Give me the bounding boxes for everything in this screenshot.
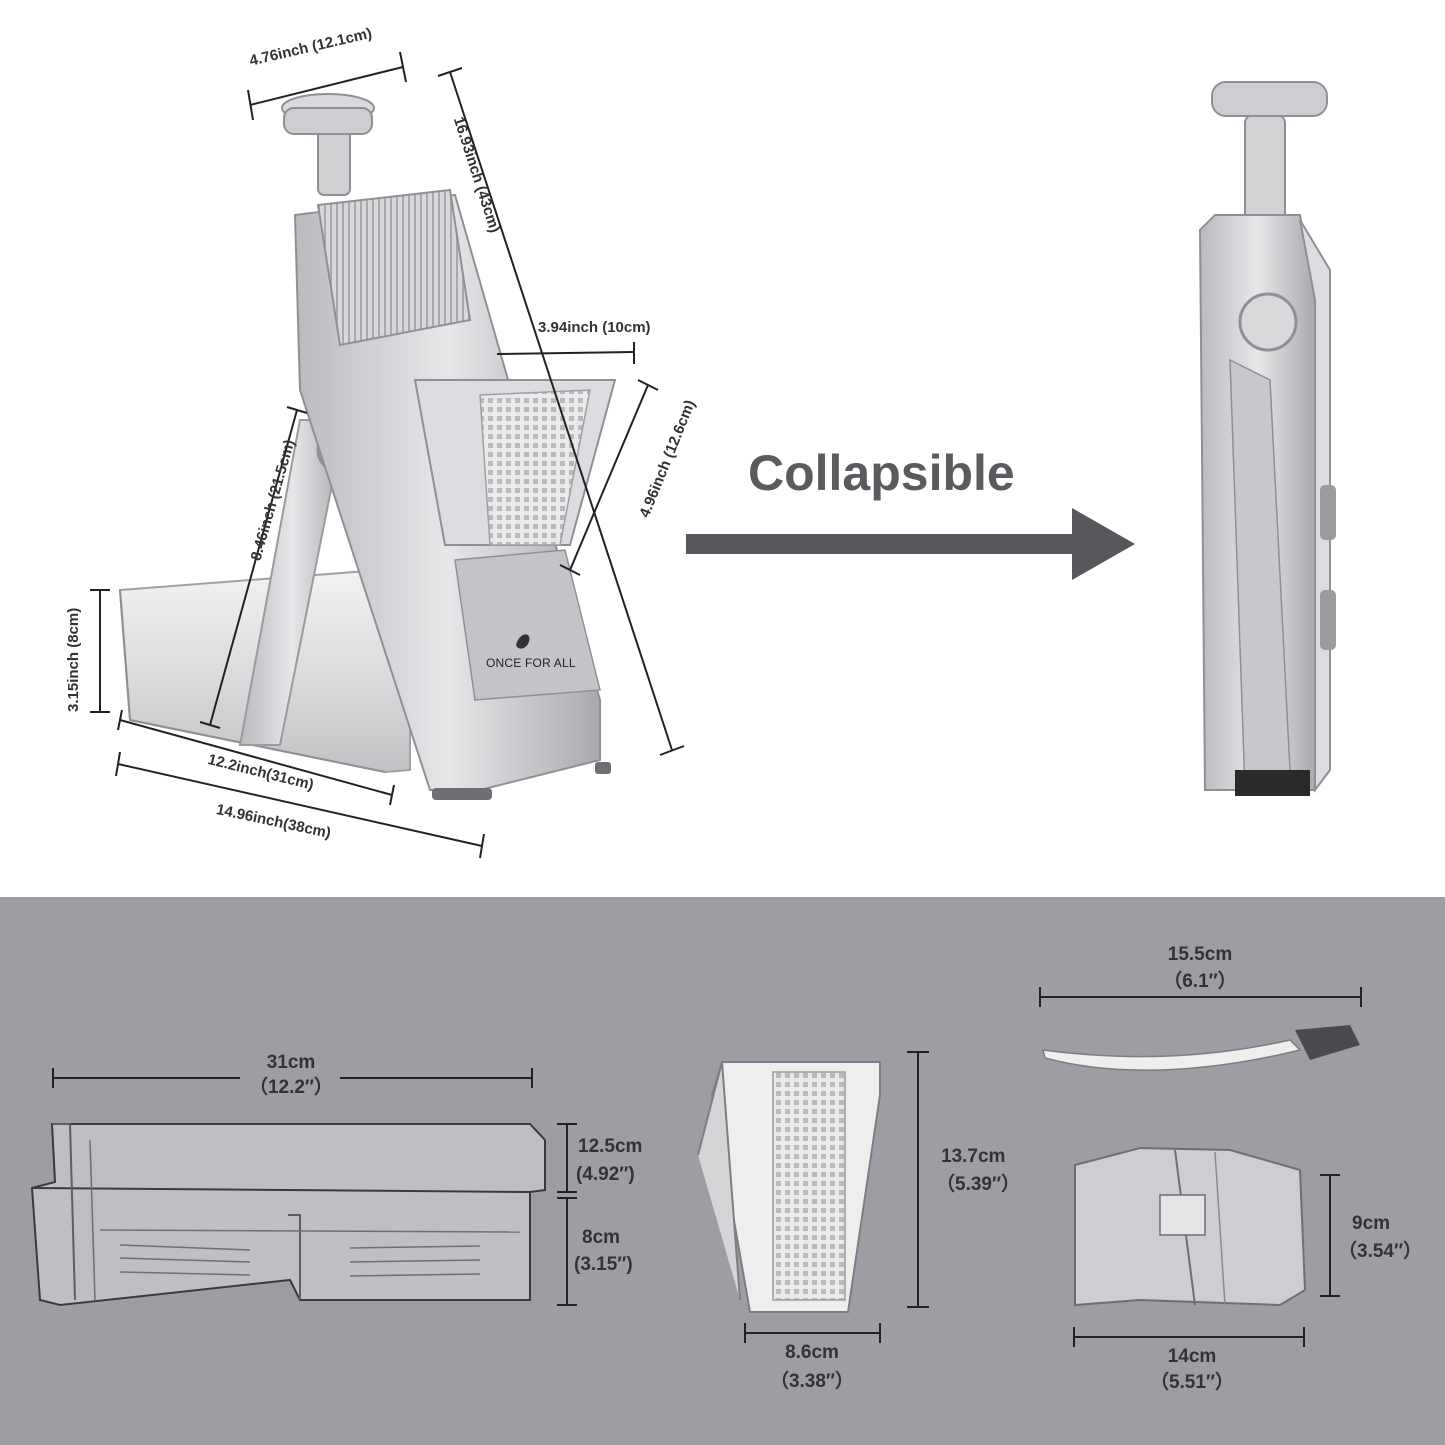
grater-width-cm-label: 8.6cm	[785, 1342, 839, 1363]
grater-height-in-label: （5.39″）	[936, 1174, 1021, 1195]
grater-height-cm-label: 13.7cm	[941, 1146, 1006, 1167]
dim-box-height-label: 3.15inch (8cm)	[65, 607, 82, 712]
holder-dimension-lines	[1073, 1174, 1340, 1347]
brush-length-cm-label: 15.5cm	[1167, 944, 1233, 965]
holder-height-in-label: （3.54″）	[1338, 1241, 1423, 1262]
food-holder-illustration	[1074, 1146, 1307, 1307]
mandoline-slicer-illustration	[118, 93, 617, 800]
brush-dimension-lines	[1039, 987, 1362, 1007]
container-height1-in-label: (4.92″)	[576, 1164, 635, 1185]
container-height2-in-label: (3.15″)	[574, 1254, 633, 1275]
holder-width-in-label: （5.51″）	[1149, 1372, 1235, 1393]
brand-label: ONCE FOR ALL	[486, 656, 576, 670]
grater-illustration	[697, 1061, 881, 1313]
container-dimension-lines	[52, 1068, 577, 1306]
dim-hopper-width-label: 3.94inch (10cm)	[538, 319, 651, 336]
holder-width-cm-label: 14cm	[1167, 1346, 1217, 1367]
grater-width-in-label: （3.38″）	[769, 1371, 855, 1392]
container-height1-cm-label: 12.5cm	[578, 1136, 643, 1157]
arrow-right-icon	[686, 508, 1135, 580]
container-width-cm-label: 31cm	[266, 1052, 316, 1073]
container-width-in-label: （12.2″）	[248, 1077, 334, 1098]
collapsible-title: Collapsible	[748, 445, 1015, 501]
top-dimension-lines	[90, 51, 685, 859]
holder-height-cm-label: 9cm	[1352, 1213, 1391, 1234]
grater-dimension-lines	[744, 1051, 929, 1343]
brush-length-in-label: （6.1″）	[1163, 971, 1237, 992]
collection-container-illustration	[30, 1123, 546, 1307]
collapsed-slicer-illustration	[1198, 81, 1336, 796]
container-height2-cm-label: 8cm	[582, 1227, 621, 1248]
cleaning-brush-illustration	[1042, 1025, 1360, 1071]
